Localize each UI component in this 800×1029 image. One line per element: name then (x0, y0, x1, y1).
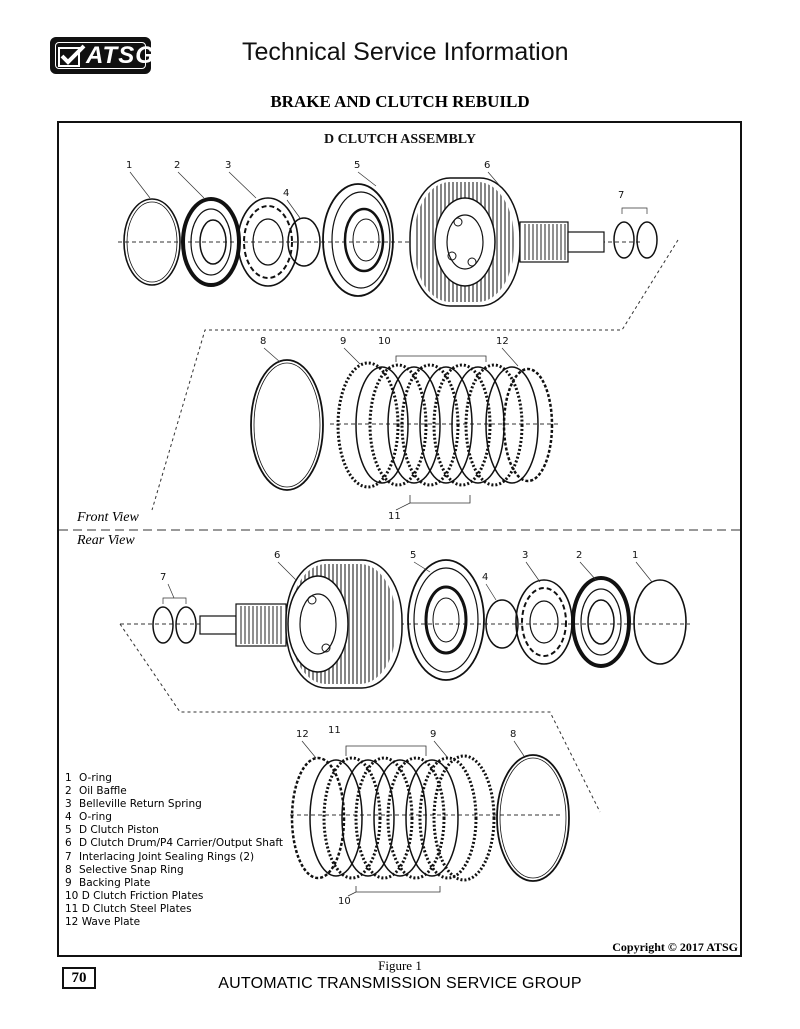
svg-text:11: 11 (388, 511, 401, 522)
svg-text:7: 7 (618, 190, 624, 201)
svg-text:6: 6 (274, 550, 280, 561)
front-sealing-ring-a (613, 221, 635, 259)
legend-item: 11 D Clutch Steel Plates (65, 902, 192, 915)
svg-text:6: 6 (484, 160, 490, 171)
rear-clutch-piston (407, 559, 485, 681)
svg-text:3: 3 (522, 550, 528, 561)
rear-view-label: Rear View (77, 533, 135, 548)
front-snap-ring-inner (253, 362, 321, 488)
copyright: Copyright © 2017 ATSG (612, 940, 738, 954)
front-callouts: 1 2 3 4 5 6 7 8 9 10 12 11 (126, 160, 648, 522)
rear-callouts: 6 5 3 2 1 4 7 12 11 9 8 10 (160, 550, 653, 907)
front-bracket-10 (395, 355, 487, 362)
svg-text:12: 12 (296, 729, 309, 740)
checkmark-icon (58, 44, 86, 67)
diagram-frame (57, 121, 742, 957)
rear-belleville-spring (515, 579, 573, 665)
front-snap-ring (250, 359, 324, 491)
rear-sealing-ring-b (175, 606, 197, 644)
rear-o-ring-4 (485, 599, 519, 649)
rear-snap-ring (496, 754, 570, 882)
svg-text:11: 11 (328, 725, 341, 736)
svg-text:1: 1 (632, 550, 638, 561)
front-sealing-ring-b (636, 221, 658, 259)
svg-text:10: 10 (378, 336, 391, 347)
figure-caption: Figure 1 (378, 958, 422, 973)
svg-text:4: 4 (482, 572, 488, 583)
front-bracket-11 (409, 495, 471, 504)
front-offset-guide (151, 239, 679, 511)
header-title: Technical Service Information (242, 38, 569, 66)
svg-text:9: 9 (340, 336, 346, 347)
svg-text:7: 7 (160, 572, 166, 583)
front-clutch-piston (322, 183, 394, 297)
front-clutch-pack (336, 361, 554, 489)
front-o-ring-4 (287, 217, 321, 267)
svg-text:4: 4 (283, 188, 289, 199)
rear-clutch-drum (199, 559, 403, 689)
front-clutch-drum (409, 177, 605, 307)
diagram-title: D CLUTCH ASSEMBLY (324, 132, 476, 147)
svg-text:3: 3 (225, 160, 231, 171)
rear-o-ring-1 (633, 579, 687, 665)
front-view-label: Front View (77, 510, 139, 525)
legend-item: 12 Wave Plate (65, 916, 141, 929)
svg-text:10: 10 (338, 896, 351, 907)
svg-text:5: 5 (410, 550, 416, 561)
svg-text:8: 8 (260, 336, 266, 347)
svg-text:12: 12 (496, 336, 509, 347)
rear-snap-ring-inner (499, 757, 567, 879)
logo-text: ATSG (86, 42, 155, 69)
front-oil-baffle (181, 197, 241, 287)
front-o-ring-1-inner (126, 201, 178, 283)
front-belleville-spring (237, 197, 299, 287)
footer-title: AUTOMATIC TRANSMISSION SERVICE GROUP (218, 975, 582, 992)
rear-oil-baffle (571, 576, 631, 668)
svg-text:2: 2 (174, 160, 180, 171)
atsg-logo: ATSG (50, 37, 154, 74)
rear-bracket-10 (355, 886, 441, 893)
svg-text:5: 5 (354, 160, 360, 171)
rear-sealing-ring-a (152, 606, 174, 644)
page-number: 70 (62, 967, 96, 989)
rear-clutch-pack (290, 754, 496, 882)
svg-text:9: 9 (430, 729, 436, 740)
logo-border (55, 42, 146, 69)
rear-bracket-11 (345, 745, 427, 756)
page-subtitle: BRAKE AND CLUTCH REBUILD (270, 92, 530, 111)
front-o-ring-1 (123, 198, 181, 286)
svg-text:2: 2 (576, 550, 582, 561)
svg-text:1: 1 (126, 160, 132, 171)
svg-text:8: 8 (510, 729, 516, 740)
legend-item: 10 D Clutch Friction Plates (65, 889, 204, 902)
